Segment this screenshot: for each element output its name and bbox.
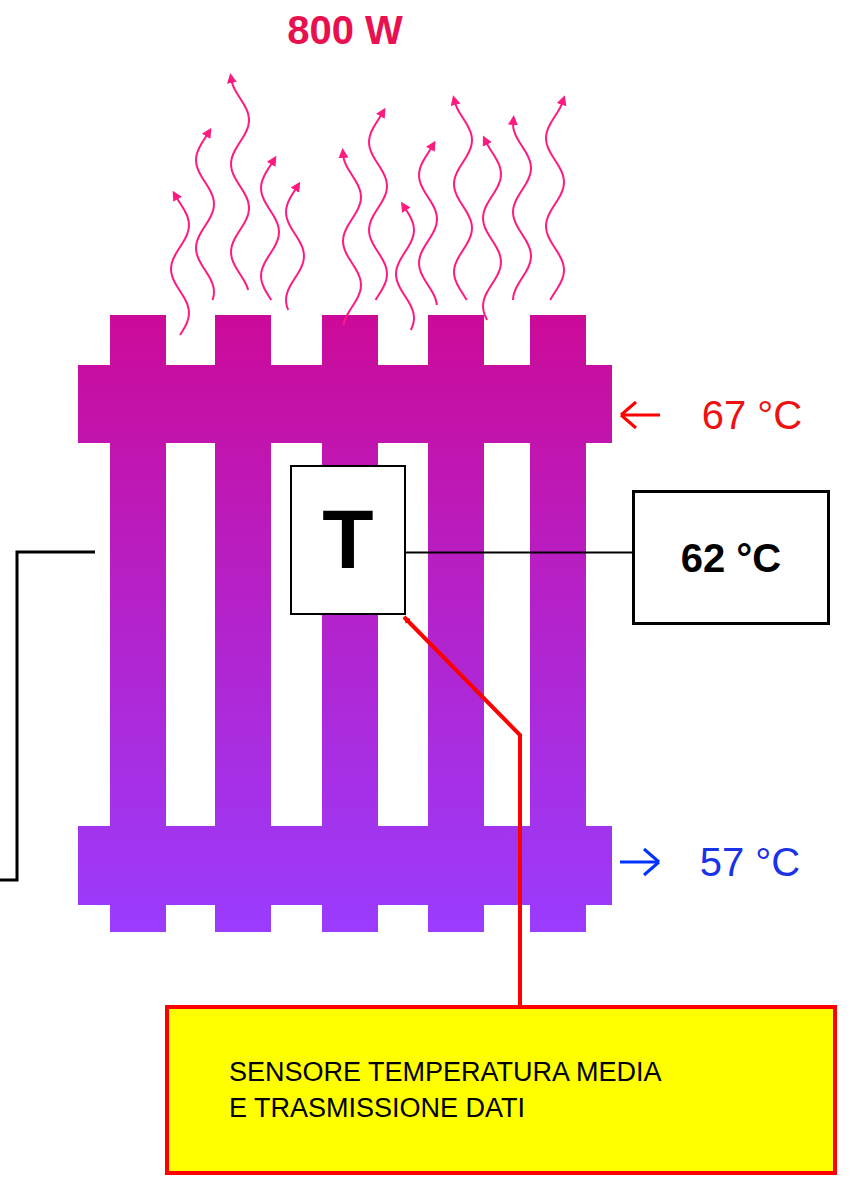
heat-waves <box>171 78 564 335</box>
callout-text: SENSORE TEMPERATURA MEDIA E TRASMISSIONE… <box>229 1054 669 1127</box>
data-wire <box>0 552 95 880</box>
heat-wave <box>546 100 564 300</box>
heat-wave <box>419 145 437 305</box>
temperature-reading: 62 °C <box>681 531 782 585</box>
sensor-link <box>406 552 632 554</box>
heat-wave <box>196 132 214 300</box>
heat-wave <box>343 153 361 325</box>
power-label: 800 W <box>287 8 403 53</box>
flow-arrow-in <box>621 402 660 428</box>
callout-box: SENSORE TEMPERATURA MEDIA E TRASMISSIONE… <box>165 1005 837 1175</box>
sensor-box: T <box>290 465 406 615</box>
sensor-letter: T <box>322 483 373 596</box>
heat-wave <box>483 140 501 320</box>
heat-wave <box>286 186 304 310</box>
outlet-temperature: 57 °C <box>700 840 801 885</box>
heat-wave <box>369 112 387 300</box>
pointer-arrow <box>404 617 520 1005</box>
heat-wave <box>454 100 472 300</box>
flow-arrow-out <box>620 849 659 875</box>
heat-wave <box>513 120 531 300</box>
heat-wave <box>231 78 249 290</box>
heat-wave <box>261 160 279 300</box>
radiator-body <box>78 315 612 932</box>
inlet-temperature: 67 °C <box>702 393 803 438</box>
heat-wave <box>396 206 414 330</box>
heat-wave <box>171 195 189 335</box>
reading-box: 62 °C <box>632 490 830 625</box>
